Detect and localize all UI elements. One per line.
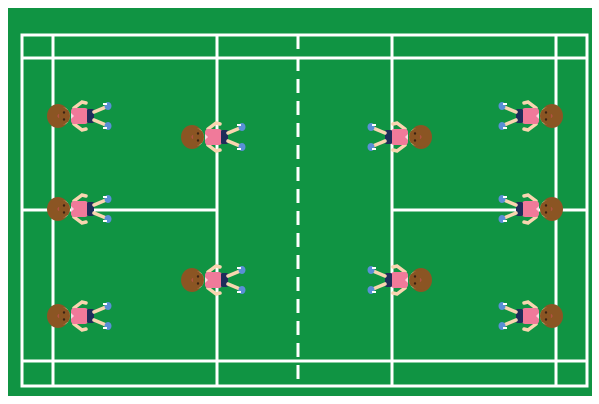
court-diagram [0, 0, 599, 404]
badminton-court [0, 0, 599, 404]
